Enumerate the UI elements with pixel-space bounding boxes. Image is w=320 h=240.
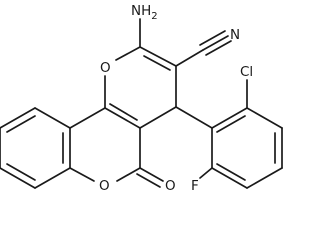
bond-aryl-1 bbox=[211, 107, 248, 129]
bond-c2-c3 bbox=[139, 46, 177, 67]
bond-c4a-c10b-double bbox=[109, 103, 138, 121]
bond-benzo-4-double bbox=[6, 163, 36, 181]
bond-benzo-2 bbox=[0, 107, 36, 129]
bond-c5-o-carbonyl bbox=[139, 167, 164, 182]
bond-aryl-5-double bbox=[216, 163, 246, 181]
nitrile-n-label: N bbox=[230, 27, 240, 43]
bond-c4a-c10b bbox=[104, 107, 141, 129]
bond-aryl-1-double bbox=[216, 115, 246, 133]
carbonyl-o-label: O bbox=[165, 178, 176, 194]
bond-c10a-c10b bbox=[69, 107, 106, 129]
bond-o6-c6a bbox=[69, 167, 95, 182]
atom-labels: NH2 N O O O Cl F bbox=[99, 3, 253, 194]
bond-c5-o-carbonyl-double bbox=[136, 173, 161, 188]
bond-benzo-5 bbox=[34, 167, 71, 189]
chemical-structure: NH2 N O O O Cl F bbox=[0, 3, 283, 194]
bond-benzo-2-double bbox=[6, 115, 36, 133]
bond-aryl-5 bbox=[211, 167, 248, 189]
bond-c5-o6 bbox=[116, 167, 141, 182]
ring-o1-label: O bbox=[100, 60, 111, 76]
bond-aryl-2 bbox=[246, 107, 283, 129]
bond-c4-c4a bbox=[139, 106, 177, 129]
chlorine-label: Cl bbox=[240, 64, 253, 80]
bond-nitrile-2 bbox=[199, 30, 226, 46]
fluorine-label: F bbox=[191, 178, 199, 194]
bonds bbox=[0, 18, 283, 189]
bond-o1-c2 bbox=[115, 46, 141, 61]
bond-c4-aryl bbox=[175, 106, 213, 129]
bond-nitrile-3 bbox=[205, 40, 232, 56]
bond-benzo-1 bbox=[34, 107, 71, 129]
bond-c2-c3-double bbox=[143, 55, 171, 71]
bond-nitrile-1 bbox=[202, 35, 229, 51]
bond-c-f bbox=[199, 167, 213, 179]
bond-benzo-4 bbox=[0, 167, 36, 189]
bond-c3-cn bbox=[175, 49, 204, 67]
amine-label: NH2 bbox=[131, 3, 158, 22]
bond-aryl-4 bbox=[246, 167, 283, 189]
ring-o2-label: O bbox=[99, 178, 110, 194]
